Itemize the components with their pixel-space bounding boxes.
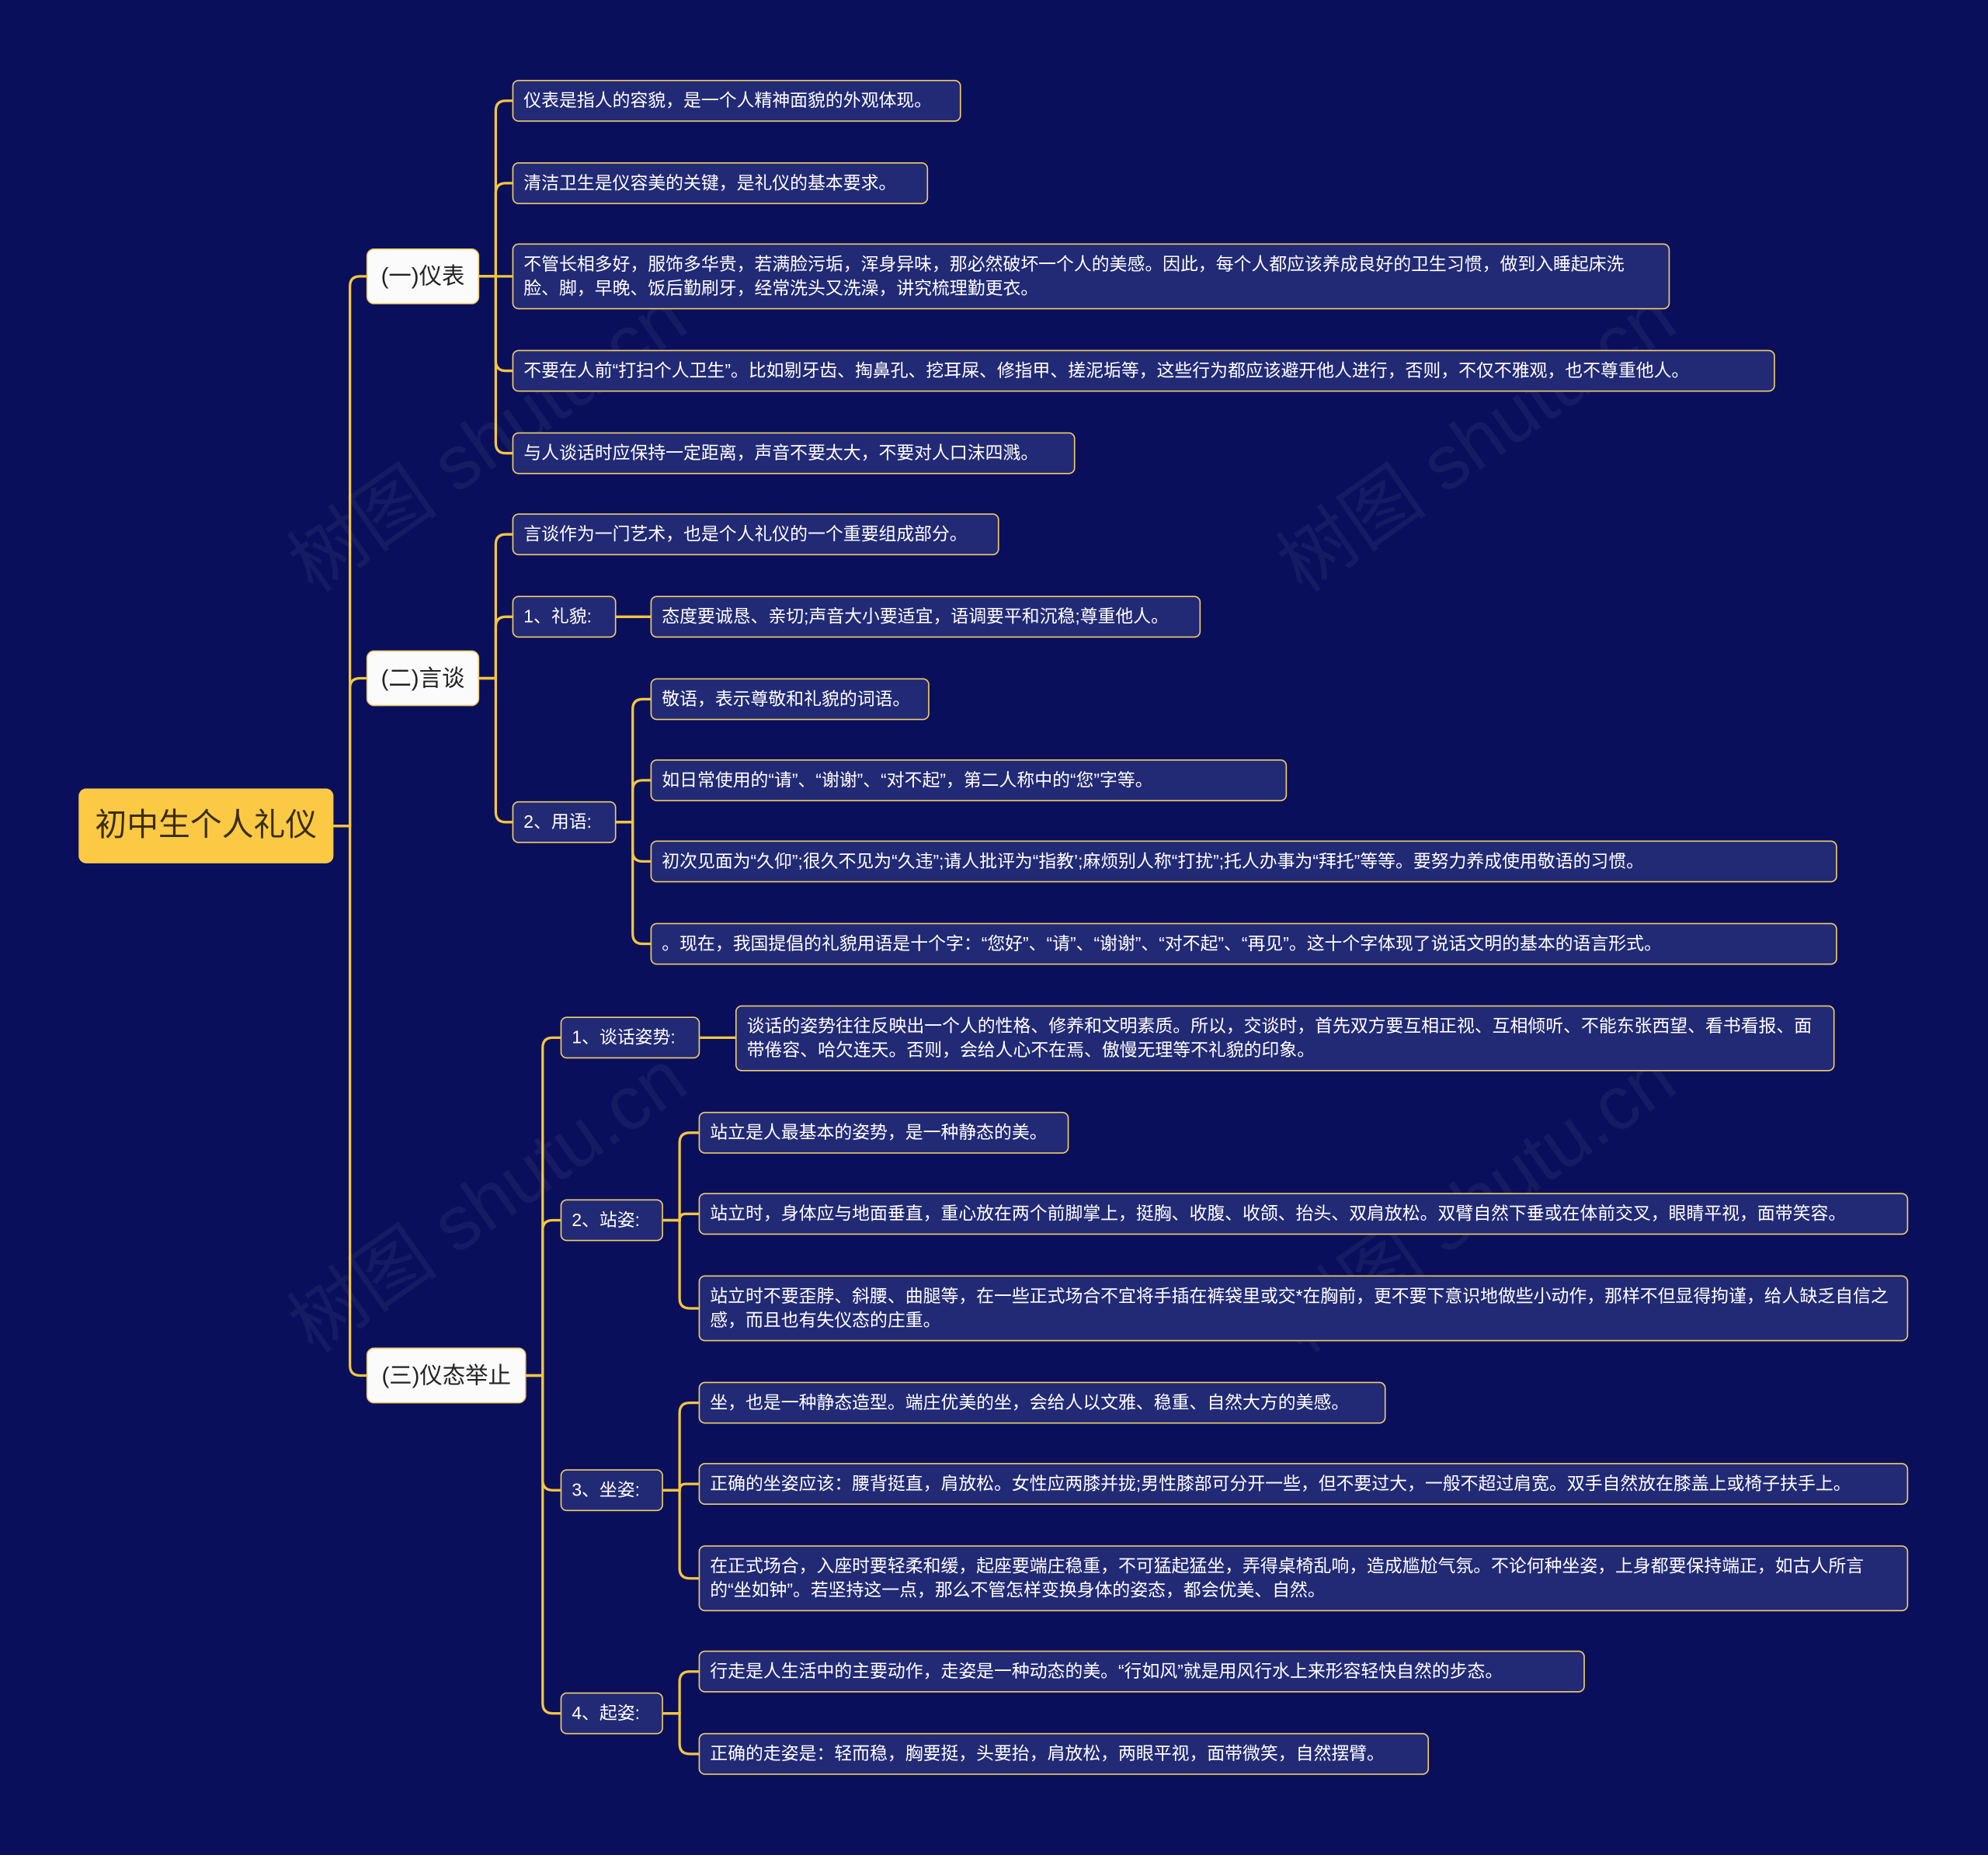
connector-line [479, 275, 513, 455]
branch-appearance[interactable]: (一)仪表 [366, 248, 480, 304]
connector-line [526, 1374, 561, 1715]
leaf-node[interactable]: 坐，也是一种静态造型。端庄优美的坐，会给人以文雅、稳重、自然大方的美感。 [698, 1381, 1386, 1424]
leaf-node[interactable]: 站立时，身体应与地面垂直，重心放在两个前脚掌上，挺胸、收腹、收颌、抬头、双肩放松… [698, 1193, 1909, 1235]
leaf-node[interactable]: 。现在，我国提倡的礼貌用语是十个字：“您好”、“请”、“谢谢”、“对不起”、“再… [650, 922, 1837, 965]
leaf-node[interactable]: 初次见面为“久仰”;很久不见为“久违”;请人批评为“指教’;麻烦别人称“打扰”;… [650, 840, 1837, 883]
connector-line [662, 1131, 699, 1222]
leaf-node[interactable]: 言谈作为一门艺术，也是个人礼仪的一个重要组成部分。 [512, 513, 999, 556]
subtopic-walking[interactable]: 4、起姿: [560, 1692, 663, 1735]
branch-speech[interactable]: (二)言谈 [366, 650, 480, 707]
connector-line [479, 533, 513, 680]
connector-line [479, 615, 513, 680]
connector-line [662, 1218, 699, 1310]
leaf-node[interactable]: 与人谈话时应保持一定距离，声音不要太大，不要对人口沫四溅。 [512, 432, 1076, 474]
connector-line [662, 1711, 699, 1756]
leaf-node[interactable]: 谈话的姿势往往反映出一个人的性格、修养和文明素质。所以，交谈时，首先双方要互相正… [735, 1005, 1835, 1072]
subtopic-talking-posture[interactable]: 1、谈话姿势: [560, 1016, 700, 1059]
leaf-node[interactable]: 不要在人前“打扫个人卫生”。比如剔牙齿、掏鼻孔、挖耳屎、修指甲、搓泥垢等，这些行… [512, 349, 1775, 392]
leaf-node[interactable]: 正确的走姿是：轻而稳，胸要挺，头要抬，肩放松，两眼平视，面带微笑，自然摆臂。 [698, 1732, 1430, 1775]
connector-line [333, 275, 367, 828]
connector-line [662, 1670, 699, 1715]
leaf-node[interactable]: 不管长相多好，服饰多华贵，若满脸污垢，浑身异味，那必然破坏一个人的美感。因此，每… [512, 243, 1670, 310]
leaf-node[interactable]: 如日常使用的“请”、“谢谢”、“对不起”，第二人称中的“您”字等。 [650, 759, 1288, 801]
leaf-node[interactable]: 站立时不要歪脖、斜腰、曲腿等，在一些正式场合不宜将手插在裤袋里或交*在胸前，更不… [698, 1275, 1909, 1342]
subtopic-wording[interactable]: 2、用语: [512, 801, 617, 843]
subtopic-politeness[interactable]: 1、礼貌: [512, 596, 617, 638]
subtopic-standing[interactable]: 2、站姿: [560, 1199, 663, 1242]
leaf-node[interactable]: 态度要诚恳、亲切;声音大小要适宜，语调要平和沉稳;尊重他人。 [650, 596, 1201, 638]
connector-line [662, 1401, 699, 1492]
leaf-node[interactable]: 仪表是指人的容貌，是一个人精神面貌的外观体现。 [512, 79, 961, 122]
connector-line [479, 182, 513, 278]
connector-line [333, 676, 367, 828]
leaf-node[interactable]: 清洁卫生是仪容美的关键，是礼仪的基本要求。 [512, 162, 929, 204]
connector-line [616, 821, 651, 946]
connector-line [479, 99, 513, 278]
leaf-node[interactable]: 正确的坐姿应该：腰背挺直，肩放松。女性应两膝并拢;男性膝部可分开一些，但不要过大… [698, 1463, 1909, 1506]
root-node[interactable]: 初中生个人礼仪 [78, 788, 334, 863]
leaf-node[interactable]: 行走是人生活中的主要动作，走姿是一种动态的美。“行如风”就是用风行水上来形容轻快… [698, 1650, 1585, 1693]
connector-line [616, 779, 651, 824]
connector-line [616, 697, 651, 824]
leaf-node[interactable]: 站立是人最基本的姿势，是一种静态的美。 [698, 1111, 1069, 1154]
connector-line [479, 676, 513, 824]
subtopic-sitting[interactable]: 3、坐姿: [560, 1469, 663, 1512]
connector-line [526, 1036, 561, 1377]
connector-line [333, 825, 367, 1377]
connector-line [662, 1489, 699, 1580]
leaf-node[interactable]: 在正式场合，入座时要轻柔和缓，起座要端庄稳重，不可猛起猛坐，弄得桌椅乱响，造成尴… [698, 1545, 1909, 1612]
branch-demeanor[interactable]: (三)仪态举止 [366, 1347, 527, 1404]
leaf-node[interactable]: 敬语，表示尊敬和礼貌的词语。 [650, 678, 930, 721]
connector-line [526, 1218, 561, 1377]
